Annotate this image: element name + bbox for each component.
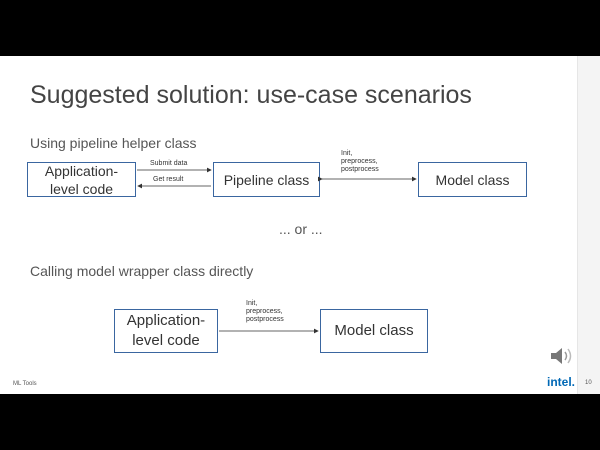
model-class-box-direct: Model class bbox=[320, 309, 428, 353]
footer-label: ML Tools bbox=[13, 381, 37, 387]
submit-data-label: Submit data bbox=[150, 160, 188, 167]
section-heading-direct: Calling model wrapper class directly bbox=[30, 263, 254, 279]
or-separator: ... or ... bbox=[279, 221, 323, 237]
connector-arrows bbox=[137, 167, 417, 334]
init-preprocess-label-direct: Init, preprocess, postprocess bbox=[246, 300, 284, 323]
intel-logo: intel. bbox=[547, 375, 576, 389]
application-box-direct: Application- level code bbox=[114, 309, 218, 353]
scrollbar[interactable] bbox=[577, 56, 600, 394]
pipeline-class-box: Pipeline class bbox=[213, 162, 320, 197]
speaker-icon[interactable] bbox=[548, 345, 574, 372]
get-result-label: Get result bbox=[153, 176, 184, 183]
section-heading-pipeline: Using pipeline helper class bbox=[30, 135, 197, 151]
slide: Suggested solution: use-case scenarios U… bbox=[0, 56, 600, 394]
application-box: Application- level code bbox=[27, 162, 136, 197]
slide-title: Suggested solution: use-case scenarios bbox=[30, 81, 472, 109]
model-class-box: Model class bbox=[418, 162, 527, 197]
page-number: 10 bbox=[585, 380, 592, 386]
init-preprocess-label: Init, preprocess, postprocess bbox=[341, 150, 379, 173]
